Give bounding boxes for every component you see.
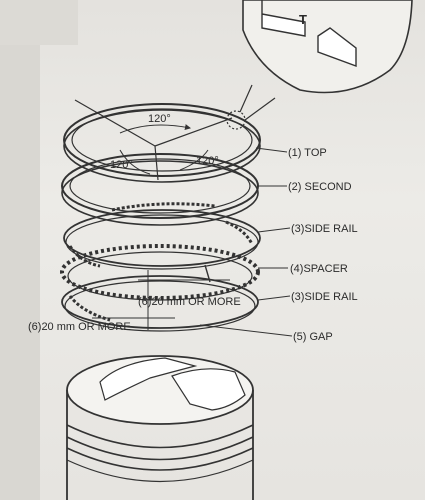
label-spacer: (4)SPACER <box>290 263 348 275</box>
label-top: (1) TOP <box>288 147 327 159</box>
bleed-through-text <box>0 0 78 45</box>
angle-top: 120° <box>148 113 171 125</box>
label-second: (2) SECOND <box>288 181 352 193</box>
side-rail-upper <box>63 209 261 270</box>
side-rail-lower <box>61 270 259 332</box>
label-side-rail-upper: (3)SIDE RAIL <box>291 223 358 235</box>
leader-lines <box>199 147 293 337</box>
label-side-rail-lower: (3)SIDE RAIL <box>291 291 358 303</box>
ring-end-inset: T <box>226 0 413 130</box>
gap-note-left: (6)20 mm OR MORE <box>28 321 131 333</box>
page-shadow <box>0 0 40 500</box>
label-gap: (5) GAP <box>293 331 333 343</box>
spacer-ring <box>60 244 260 301</box>
inset-mark-label: T <box>299 12 307 27</box>
piston <box>66 355 254 500</box>
gap-note-right: (6)20 mm OR MORE <box>138 296 241 308</box>
